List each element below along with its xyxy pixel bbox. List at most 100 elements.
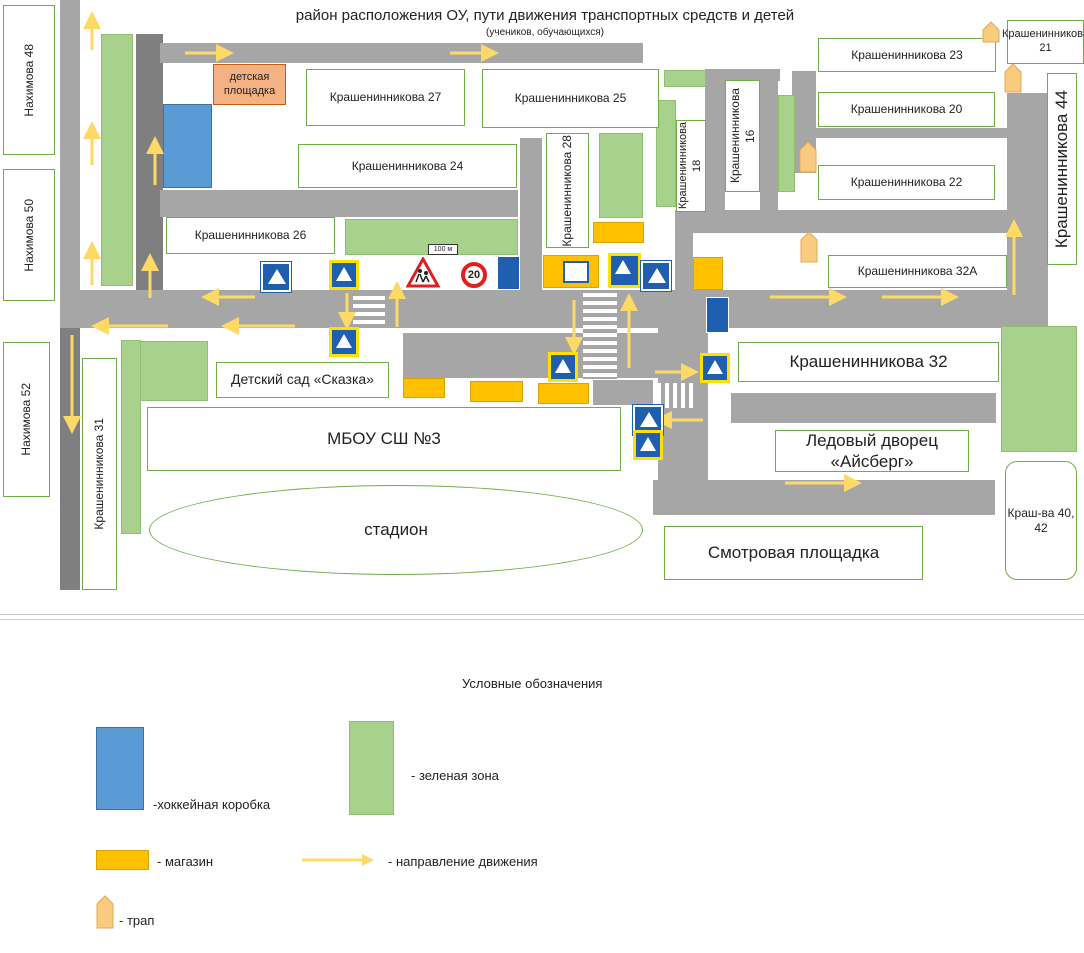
road-20-bottom: [792, 128, 1007, 138]
legend-shop-label: - магазин: [157, 854, 214, 869]
road-mid-right: [328, 190, 518, 217]
pedestrian-crossing-sign-icon: [548, 352, 578, 382]
stadium: стадион: [149, 485, 643, 575]
k20-label: Крашенинникова 20: [850, 102, 963, 116]
legend-hockey-swatch: [96, 727, 144, 810]
separator: [0, 614, 1084, 620]
shop-18: [693, 257, 723, 290]
green-zone-28: [599, 133, 643, 218]
ice-palace-label: Ледовый дворец «Айсберг»: [806, 430, 938, 471]
k32a-label: Крашенинникова 32А: [857, 264, 978, 278]
building-k20: Крашенинникова 20: [818, 92, 995, 127]
map-subtitle: (учеников, обучающихся): [486, 27, 604, 38]
playground: детская площадка: [213, 64, 286, 105]
street-nakhimova-52: Нахимова 52: [3, 342, 50, 497]
school: МБОУ СШ №3: [147, 407, 621, 471]
school-label: МБОУ СШ №3: [327, 429, 441, 449]
road-bottom-right: [653, 480, 995, 515]
street-krash-31: Крашенинникова 31: [82, 358, 117, 590]
k26-label: Крашенинникова 26: [194, 228, 307, 242]
ramp-icon: [799, 141, 817, 173]
crosswalk-1: [353, 296, 385, 330]
k24-label: Крашенинникова 24: [351, 158, 464, 173]
speed-limit-value: 20: [467, 269, 481, 281]
bus-stop-sign-icon: [563, 261, 589, 283]
shop-school-1: [403, 378, 445, 398]
ramp-icon: [1004, 63, 1022, 93]
shop-school-3: [538, 383, 589, 404]
shop-28: [593, 222, 644, 243]
playground-label: детская площадка: [223, 70, 276, 97]
building-k18: Крашенинникова 18: [676, 120, 706, 212]
legend-shop-swatch: [96, 850, 149, 870]
pedestrian-crossing-sign-icon: [329, 327, 359, 357]
children-warning-sign-icon: [406, 257, 440, 288]
crosswalk-3: [657, 383, 697, 408]
building-k22: Крашенинникова 22: [818, 165, 995, 200]
street-nakhimova-48: Нахимова 48: [3, 5, 55, 155]
legend-title: Условные обозначения: [462, 676, 603, 691]
building-k32: Крашенинникова 32: [738, 342, 999, 382]
building-k16: Крашенинникова 16: [725, 80, 760, 192]
ramp-icon: [982, 21, 1000, 43]
green-zone-left: [101, 34, 133, 286]
legend-green-label: - зеленая зона: [411, 768, 499, 783]
speed-limit-sign-icon: 20: [461, 262, 487, 288]
building-k40-42: Краш-ва 40, 42: [1005, 461, 1077, 580]
speed-bump-sign-icon: [640, 260, 672, 292]
k32-label: Крашенинникова 32: [789, 352, 948, 372]
legend-ramp-icon: [96, 895, 114, 929]
road-school-corner: [593, 380, 653, 405]
green-zone-16: [778, 95, 795, 192]
road-16-right: [760, 69, 778, 212]
k40-42-label: Краш-ва 40, 42: [1007, 505, 1075, 535]
green-zone-right: [1001, 326, 1077, 452]
k22-label: Крашенинникова 22: [850, 175, 963, 189]
ice-palace: Ледовый дворец «Айсберг»: [775, 430, 969, 472]
pedestrian-crossing-sign-icon: [700, 353, 730, 383]
viewpoint: Смотровая площадка: [664, 526, 923, 580]
road-top: [160, 43, 643, 63]
k25-label: Крашенинникова 25: [514, 91, 627, 105]
building-k24: Крашенинникова 24: [298, 144, 517, 188]
road-32-strip: [731, 393, 996, 423]
green-zone-31: [121, 340, 141, 534]
distance-plate-text: 100 м: [433, 246, 453, 253]
building-k23: Крашенинникова 23: [818, 38, 996, 72]
ramp-icon: [800, 231, 818, 263]
stadium-label: стадион: [364, 520, 428, 540]
road-nakhimova-edge: [60, 308, 80, 590]
green-zone-18: [656, 100, 676, 207]
building-k32a: Крашенинникова 32А: [828, 255, 1007, 288]
k21-label: Крашенинникова 21: [1002, 28, 1084, 54]
street-nakhimova-50: Нахимова 50: [3, 169, 55, 301]
building-k25: Крашенинникова 25: [482, 69, 659, 128]
k27-label: Крашенинникова 27: [329, 90, 442, 104]
pedestrian-crossing-sign-icon: [329, 260, 359, 290]
distance-plate: 100 м: [428, 244, 458, 255]
green-zone-kindergarten: [140, 341, 208, 401]
road-right-mid: [690, 210, 1008, 233]
building-k28: Крашенинникова 28: [546, 133, 589, 248]
street-krash-44: Крашенинникова 44: [1047, 73, 1077, 265]
crosswalk-2: [583, 293, 617, 379]
legend-direction-arrow-icon: [302, 854, 374, 866]
legend-hockey-label: -хоккейная коробка: [153, 797, 271, 812]
kindergarten-label: Детский сад «Сказка»: [231, 371, 374, 388]
pedestrian-zone-sign-icon: [706, 297, 729, 333]
road-16-left: [705, 69, 725, 212]
building-k21: Крашенинникова 21: [1002, 20, 1084, 64]
pedestrian-zone-sign-icon: [497, 256, 520, 290]
kindergarten: Детский сад «Сказка»: [216, 362, 389, 398]
building-k27: Крашенинникова 27: [306, 69, 465, 126]
legend-ramp-label: - трап: [119, 913, 155, 928]
road-mid-left: [160, 190, 330, 217]
pedestrian-crossing-sign-icon: [633, 430, 663, 460]
green-zone-top: [664, 70, 706, 87]
shop-school-2: [470, 381, 523, 402]
speed-bump-sign-icon: [260, 261, 292, 293]
viewpoint-label: Смотровая площадка: [707, 543, 880, 563]
pedestrian-crossing-sign-icon: [608, 253, 641, 288]
